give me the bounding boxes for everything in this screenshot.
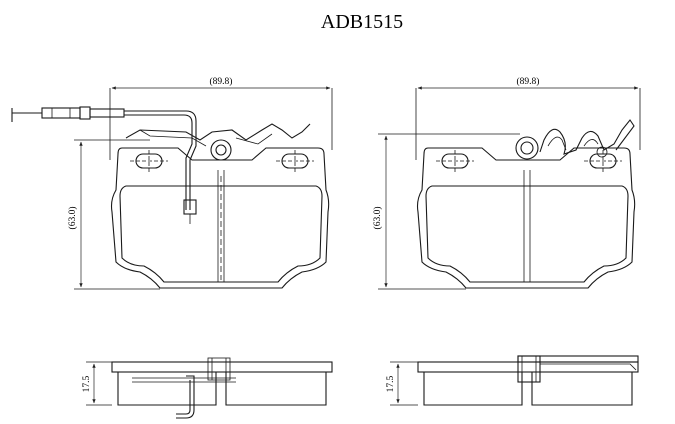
sensor-connector: [41, 107, 81, 119]
center-pin-ring: [210, 139, 232, 161]
height-dimension-label: (63.0): [372, 207, 383, 230]
anti-rattle-spring: [125, 123, 311, 141]
sensor-wire: [124, 110, 197, 210]
backing-plate-outline: [416, 147, 636, 289]
side-pin-clip: [517, 355, 541, 383]
friction-pad-outline: [425, 185, 629, 283]
width-dimension-label: (89.8): [517, 76, 540, 87]
right-front-view: (89.8) (63.0): [372, 76, 641, 290]
side-pad-right: [531, 372, 633, 406]
side-spring: [132, 377, 236, 383]
side-pin-clip: [207, 357, 231, 381]
anti-rattle-spring: [539, 119, 635, 155]
side-pad-left: [117, 372, 217, 406]
sensor-sleeve: [89, 108, 125, 118]
side-backing-plate: [111, 361, 333, 373]
side-sensor-wire: [176, 375, 195, 419]
backing-plate-outline: [110, 147, 330, 289]
left-front-view: (89.8) (63.0): [11, 76, 333, 290]
thickness-dimension-label: 17.5: [82, 375, 92, 392]
left-side-view: 17.5: [82, 357, 333, 419]
friction-pad-outline: [119, 185, 323, 283]
height-dimension-label: (63.0): [67, 207, 78, 230]
part-number-title: ADB1515: [321, 11, 403, 33]
center-pin-hole: [215, 144, 227, 156]
right-side-view: 17.5: [386, 355, 639, 406]
side-pad-left: [423, 372, 523, 406]
width-dimension-label: (89.8): [210, 76, 233, 87]
side-pad-right: [225, 372, 327, 406]
center-pin-ring: [515, 136, 539, 160]
center-pin-hole: [520, 141, 534, 155]
side-backing-plate: [417, 361, 639, 373]
thickness-dimension-label: 17.5: [386, 375, 396, 392]
